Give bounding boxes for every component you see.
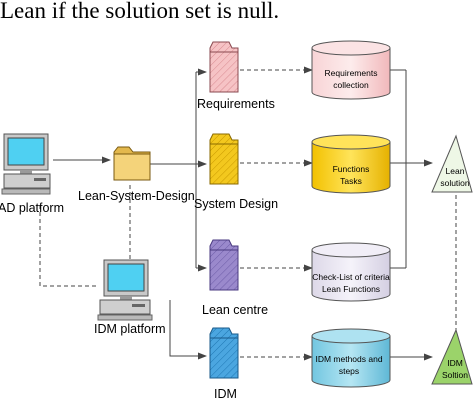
requirements-label: Requirements [197,97,275,111]
db-requirements-line1: Requirements [325,68,378,78]
lean-solution-triangle-icon [431,134,473,193]
lean-solution-line1: Lean [446,166,465,176]
dashed-cad-to-idm [39,205,98,287]
folder-icon [113,146,151,181]
idm-platform-label: IDM platform [94,322,166,336]
requirements-collection-database-icon [311,40,391,100]
arrow-idmplatform-to-idm [169,300,207,360]
idm-folder-icon [209,327,239,379]
requirements-folder-icon [209,41,239,93]
connectors [39,66,457,361]
db-checklist-line2: Lean Functions [322,284,380,294]
cad-platform-label: AD platform [0,201,64,215]
idm-label: IDM [214,387,237,401]
functions-tasks-database-icon [311,134,391,194]
idm-solution-line1: IDM [447,358,463,368]
lean-system-design-label: Lean-System-Design [78,189,195,203]
db-idm-line2: steps [339,366,359,376]
lean-solution-line2: solution [440,178,470,188]
checklist-database-icon [311,242,391,302]
system-design-folder-icon [209,133,239,185]
db-idm-line1: IDM methods and [315,354,382,364]
idm-solution-line2: Soltion [442,370,468,380]
idm-methods-database-icon [311,328,391,388]
db-requirements-line2: collection [333,80,369,90]
idm-solution-triangle-icon [431,328,473,385]
lean-centre-folder-icon [209,239,239,291]
caption: Lean if the solution set is null. [0,0,280,23]
db-functions-line1: Functions [333,164,370,174]
lean-centre-label: Lean centre [202,303,268,317]
system-design-label: System Design [194,197,278,211]
db-functions-line2: Tasks [340,176,362,186]
idm-platform-computer-icon [97,259,153,321]
db-checklist-line1: Check-List of criteria [312,272,390,282]
cad-platform-computer-icon [1,133,51,195]
